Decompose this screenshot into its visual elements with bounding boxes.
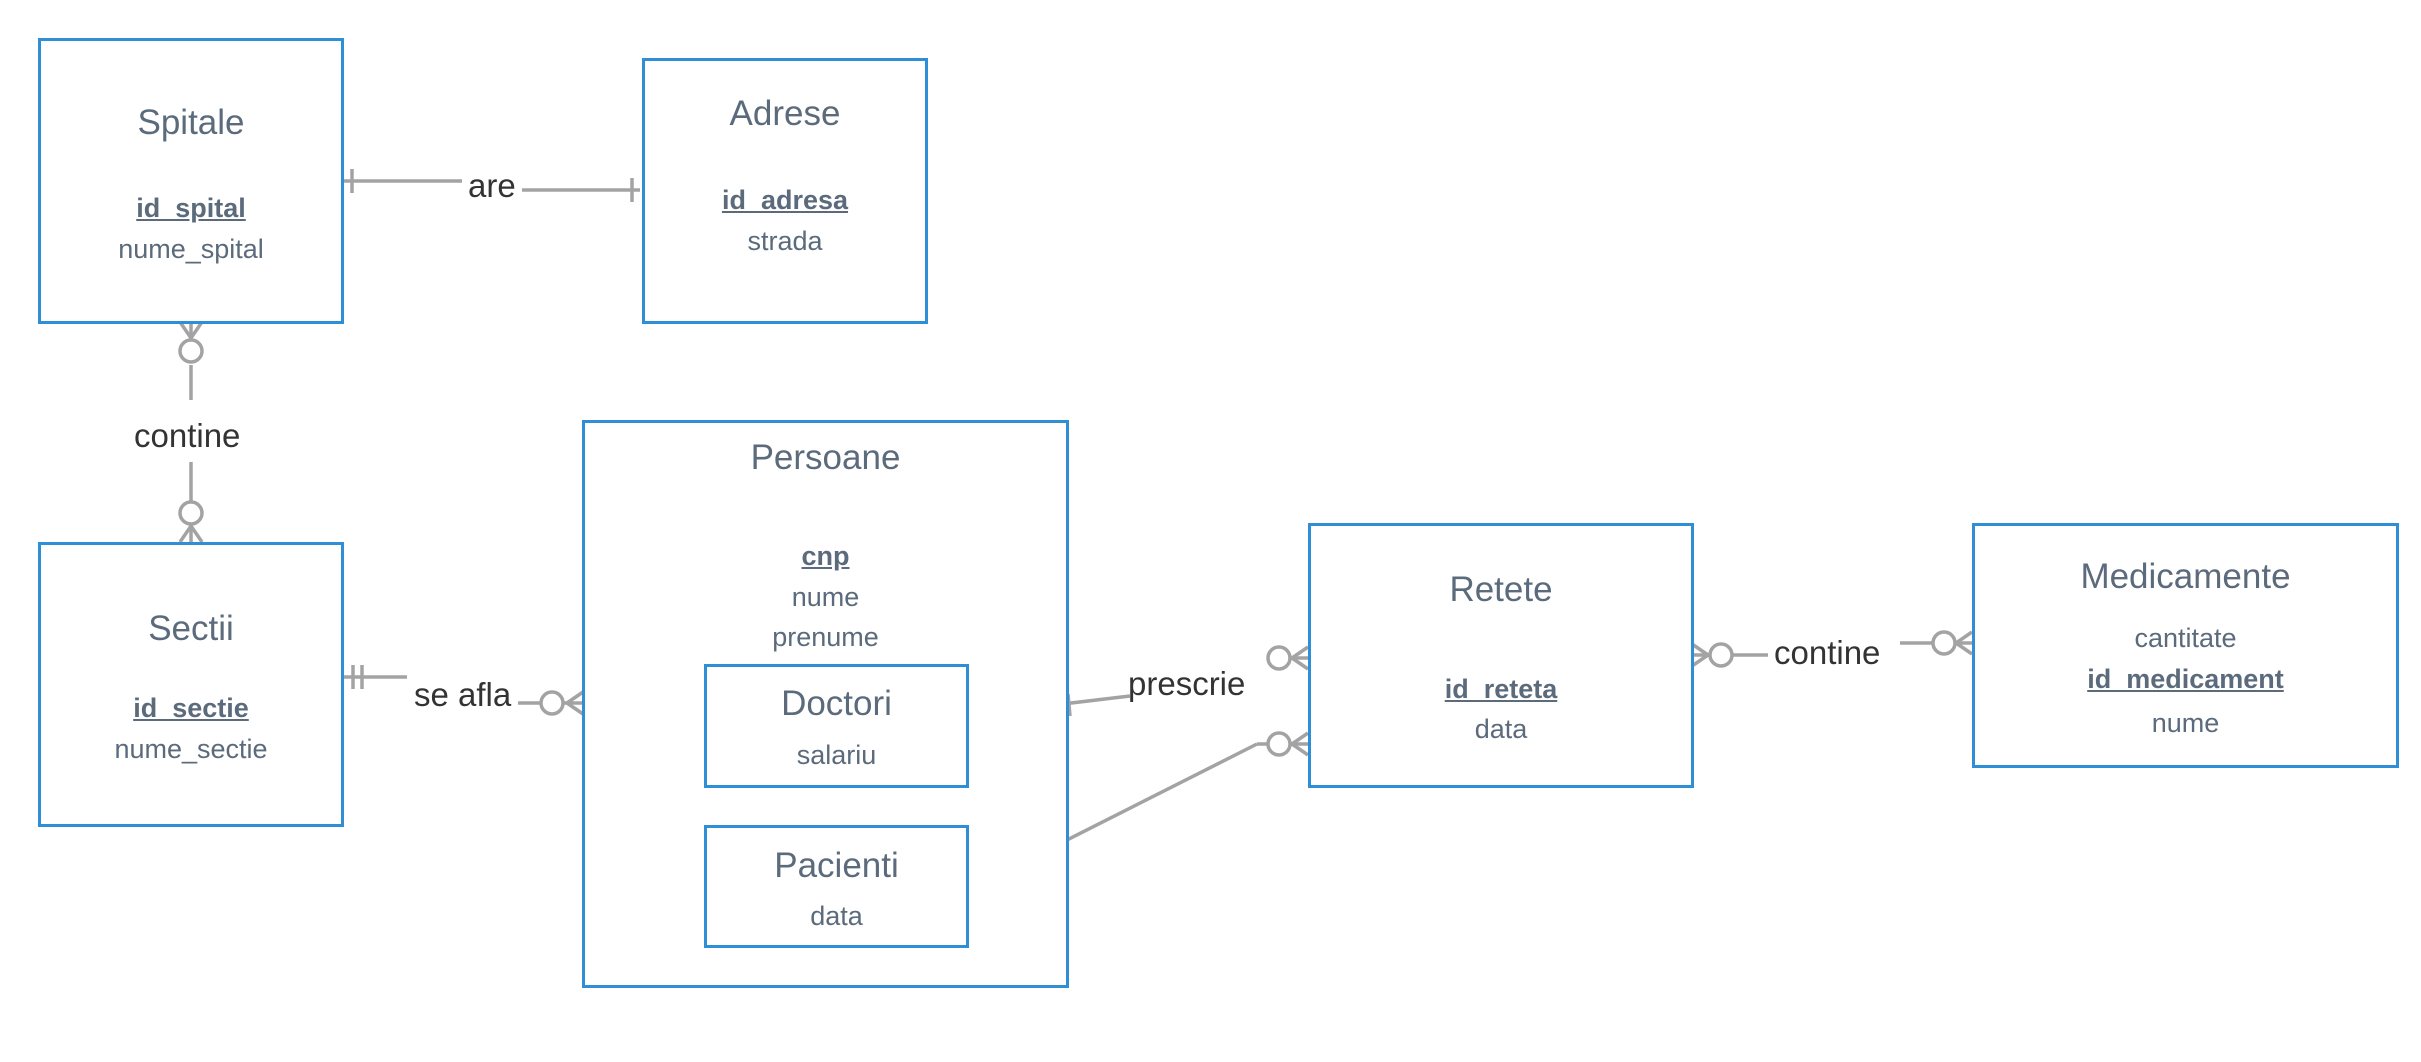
relationship-label-contine-spitale-sectii[interactable]: contine (134, 417, 241, 454)
entity-medicamente[interactable]: Medicamente cantitate id_medicament nume (1972, 523, 2399, 768)
attribute-primary-key: id_medicament (2087, 664, 2284, 694)
entity-title: Medicamente (2080, 557, 2291, 596)
attribute: nume (791, 582, 860, 612)
connector-contine-spitale-sectii (178, 321, 204, 543)
relationship-label-are[interactable]: are (468, 167, 516, 204)
relationship-label-se-afla[interactable]: se afla (414, 676, 512, 713)
entity-adrese[interactable]: Adrese id_adresa strada (642, 58, 928, 324)
attribute-primary-key: id_spital (136, 193, 246, 223)
attribute: cantitate (2134, 623, 2237, 653)
attribute: nume (2151, 708, 2220, 738)
entity-title: Spitale (137, 103, 245, 142)
entity-doctori[interactable]: Doctori salariu (704, 664, 969, 788)
entity-title: Pacienti (774, 846, 899, 885)
entity-title: Sectii (148, 609, 234, 648)
attribute: data (1474, 714, 1528, 744)
relationship-label-prescrie[interactable]: prescrie (1128, 665, 1246, 702)
entity-sectii[interactable]: Sectii id_sectie nume_sectie (38, 542, 344, 827)
attribute-primary-key: id_sectie (133, 693, 249, 723)
connector-contine-retete-medicamente (1691, 630, 1973, 668)
relationship-label-contine-retete-medicamente[interactable]: contine (1774, 634, 1881, 671)
attribute-primary-key: id_adresa (721, 185, 849, 215)
attribute: salariu (796, 740, 877, 770)
entity-pacienti[interactable]: Pacienti data (704, 825, 969, 948)
entity-title: Doctori (781, 684, 892, 723)
attribute: strada (747, 226, 823, 256)
entity-title: Persoane (750, 438, 901, 477)
attribute: prenume (772, 622, 879, 652)
attribute-primary-key: id_reteta (1444, 674, 1558, 704)
entity-title: Retete (1449, 570, 1553, 609)
attribute: nume_sectie (114, 734, 268, 764)
connector-are (342, 169, 640, 202)
entity-retete[interactable]: Retete id_reteta data (1308, 523, 1694, 788)
connector-se-afla (342, 665, 584, 716)
attribute-primary-key: cnp (801, 541, 850, 571)
entity-title: Adrese (729, 94, 841, 133)
attribute: data (810, 901, 863, 931)
attribute: nume_spital (118, 234, 264, 264)
entity-spitale[interactable]: Spitale id_spital nume_spital (38, 38, 344, 324)
